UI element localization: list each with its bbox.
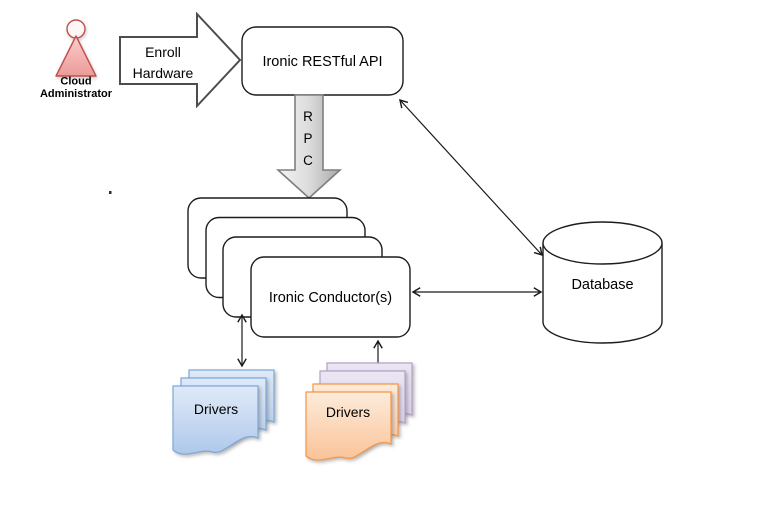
drivers-stack-left: Drivers [172, 369, 275, 455]
database-node: Database [542, 221, 663, 344]
enroll-label-line1: Enroll [145, 44, 181, 60]
database-cylinder-top [542, 221, 663, 265]
enroll-hardware-arrow: Enroll Hardware [119, 11, 242, 109]
api-box-label: Ironic RESTful API [262, 54, 382, 70]
cloud-administrator-actor: Cloud Administrator [40, 19, 113, 100]
ironic-conductors-stack: Ironic Conductor(s) [187, 197, 411, 338]
actor-body-icon [55, 35, 97, 77]
conductor-label: Ironic Conductor(s) [269, 290, 392, 306]
rpc-arrow: R P C [275, 94, 343, 200]
actor-head-icon [66, 19, 86, 39]
actor-label-line2: Administrator [40, 88, 113, 100]
driver-doc-blue-front [172, 385, 259, 455]
rpc-letter-p: P [303, 131, 312, 146]
database-label: Database [571, 277, 633, 293]
rpc-letter-c: C [303, 153, 313, 168]
ironic-restful-api-node: Ironic RESTful API [241, 26, 404, 96]
enroll-label-line2: Hardware [133, 65, 194, 81]
database-cylinder-body [542, 243, 663, 344]
drivers-right-label: Drivers [326, 404, 370, 420]
block-arrow-down-icon [275, 94, 343, 200]
block-arrow-right-icon [119, 11, 242, 109]
stray-dot [109, 191, 112, 194]
connector-api-database [399, 98, 543, 257]
rpc-letter-r: R [303, 109, 313, 124]
actor-label-line1: Cloud [60, 76, 91, 88]
drivers-left-label: Drivers [194, 401, 238, 417]
conductor-box-front [250, 256, 411, 338]
drivers-stack-right: Drivers [305, 362, 413, 461]
driver-doc-orange-front [305, 391, 392, 461]
